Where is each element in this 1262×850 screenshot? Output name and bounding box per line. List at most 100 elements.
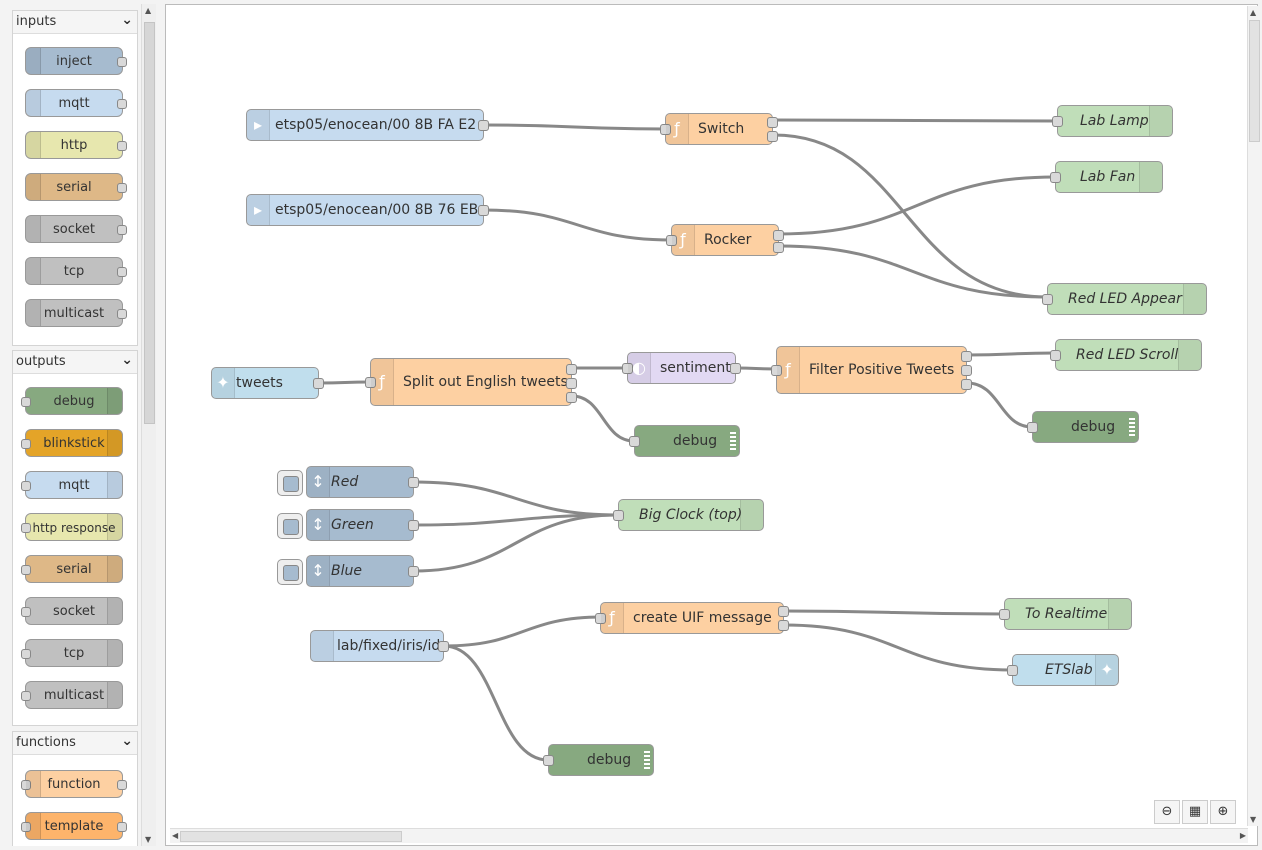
scroll-down-icon[interactable]: ▼ — [1250, 815, 1257, 824]
output-port[interactable] — [566, 364, 577, 375]
flow-node-inject[interactable]: ↕ Green — [277, 509, 419, 541]
input-port[interactable] — [999, 609, 1010, 620]
palette-node-template[interactable]: template — [21, 812, 127, 840]
flow-node-inject[interactable]: ↕ Red — [277, 466, 419, 498]
wire[interactable] — [443, 615, 603, 648]
flow-node-function[interactable]: ƒ Split out English tweets — [365, 358, 577, 406]
flow-node-mqtt-in[interactable]: ▸ etsp05/enocean/00 8B 76 EB — [246, 194, 489, 226]
output-port[interactable] — [313, 378, 324, 389]
chevron-down-icon[interactable]: ⌄ — [121, 352, 133, 368]
zoom-reset-button[interactable]: ▦ — [1182, 800, 1208, 824]
flow-node-ui-output[interactable]: Red LED Scroll — [1050, 339, 1202, 371]
input-port[interactable] — [21, 691, 31, 701]
flow-node-function[interactable]: ƒ Filter Positive Tweets — [771, 346, 972, 394]
wire[interactable] — [484, 123, 666, 131]
input-port[interactable] — [21, 439, 31, 449]
flow-node-function[interactable]: ƒ Rocker — [666, 224, 784, 256]
scroll-left-icon[interactable]: ◀ — [172, 831, 179, 840]
chevron-down-icon[interactable]: ⌄ — [121, 733, 133, 749]
palette-node-debug[interactable]: debug — [21, 387, 123, 415]
wire[interactable] — [783, 623, 1013, 672]
output-port[interactable] — [478, 120, 489, 131]
flow-node-inject[interactable]: ↕ Blue — [277, 555, 419, 587]
chevron-down-icon[interactable]: ⌄ — [121, 12, 133, 28]
scroll-right-icon[interactable]: ▶ — [1239, 831, 1246, 840]
output-port[interactable] — [117, 780, 127, 790]
input-port[interactable] — [629, 436, 640, 447]
input-port[interactable] — [21, 607, 31, 617]
input-port[interactable] — [771, 365, 782, 376]
output-port[interactable] — [117, 99, 127, 109]
palette-node-socket[interactable]: socket — [25, 215, 127, 243]
output-port[interactable] — [408, 566, 419, 577]
flow-node-twitter-out[interactable]: ETSlab ✦ — [1007, 654, 1119, 686]
input-port[interactable] — [1042, 294, 1053, 305]
input-port[interactable] — [21, 649, 31, 659]
palette-node-http[interactable]: http — [25, 131, 127, 159]
output-port[interactable] — [438, 641, 449, 652]
wire[interactable] — [966, 351, 1056, 357]
output-port[interactable] — [961, 351, 972, 362]
workspace-vertical-scrollbar-thumb[interactable] — [1249, 20, 1260, 142]
input-port[interactable] — [21, 565, 31, 575]
palette-node-multicast-out[interactable]: multicast — [21, 681, 123, 709]
palette-node-http-response[interactable]: http response — [21, 513, 123, 541]
palette-node-tcp-out[interactable]: tcp — [21, 639, 123, 667]
palette-scrollbar[interactable]: ▲ ▼ — [141, 4, 156, 846]
wire[interactable] — [783, 609, 1005, 616]
output-port[interactable] — [117, 822, 127, 832]
output-port[interactable] — [478, 205, 489, 216]
workspace-vertical-scrollbar[interactable]: ▲ ▼ — [1247, 6, 1260, 826]
zoom-out-button[interactable]: ⊖ — [1154, 800, 1180, 824]
palette-node-tcp[interactable]: tcp — [25, 257, 127, 285]
wire[interactable] — [735, 366, 777, 371]
output-port[interactable] — [117, 183, 127, 193]
palette-node-socket-out[interactable]: socket — [21, 597, 123, 625]
flow-node-mqtt-in[interactable]: ▸ etsp05/enocean/00 8B FA E2 — [246, 109, 489, 141]
flow-node-ui-output[interactable]: Red LED Appear — [1042, 283, 1207, 315]
inject-trigger-button[interactable] — [277, 470, 303, 496]
flow-node-ui-output[interactable]: Lab Fan — [1050, 161, 1163, 193]
output-port[interactable] — [117, 141, 127, 151]
flow-node-debug[interactable]: debug — [1027, 411, 1139, 443]
input-port[interactable] — [21, 397, 31, 407]
inject-trigger-button[interactable] — [277, 559, 303, 585]
wire[interactable] — [773, 118, 1058, 123]
palette-node-multicast[interactable]: multicast — [25, 299, 127, 327]
palette-node-serial[interactable]: serial — [25, 173, 127, 201]
flow-node-mqtt-in[interactable]: lab/fixed/iris/id — [310, 630, 449, 662]
flow-node-function[interactable]: ƒ Switch — [660, 113, 778, 145]
input-port[interactable] — [660, 124, 671, 135]
output-port[interactable] — [778, 606, 789, 617]
output-port[interactable] — [773, 242, 784, 253]
category-outputs-header[interactable]: outputs ⌄ — [13, 351, 137, 374]
flow-node-twitter-in[interactable]: ✦ tweets — [211, 367, 324, 399]
output-port[interactable] — [767, 117, 778, 128]
output-port[interactable] — [773, 230, 784, 241]
flow-node-debug[interactable]: debug — [629, 425, 740, 457]
input-port[interactable] — [21, 780, 31, 790]
input-port[interactable] — [21, 523, 31, 533]
input-port[interactable] — [21, 822, 31, 832]
input-port[interactable] — [622, 363, 633, 374]
input-port[interactable] — [1027, 422, 1038, 433]
output-port[interactable] — [778, 620, 789, 631]
output-port[interactable] — [117, 225, 127, 235]
flow-node-sentiment[interactable]: ◐ sentiment — [622, 352, 741, 384]
input-port[interactable] — [613, 510, 624, 521]
palette-scrollbar-thumb[interactable] — [144, 22, 155, 424]
debug-icon[interactable] — [730, 432, 736, 450]
flow-node-ui-output[interactable]: Big Clock (top) — [613, 499, 764, 531]
zoom-in-button[interactable]: ⊕ — [1210, 800, 1236, 824]
flow-workspace[interactable]: ▸ etsp05/enocean/00 8B FA E2 ƒ Switch La… — [165, 4, 1258, 846]
palette-node-function[interactable]: function — [21, 770, 127, 798]
scroll-up-icon[interactable]: ▲ — [145, 6, 152, 15]
palette-node-mqtt-out[interactable]: mqtt — [21, 471, 123, 499]
wire[interactable] — [966, 381, 1033, 429]
wire[interactable] — [319, 380, 371, 385]
output-port[interactable] — [566, 378, 577, 389]
input-port[interactable] — [365, 377, 376, 388]
input-port[interactable] — [1007, 665, 1018, 676]
inject-trigger-button[interactable] — [277, 513, 303, 539]
debug-icon[interactable] — [644, 751, 650, 769]
